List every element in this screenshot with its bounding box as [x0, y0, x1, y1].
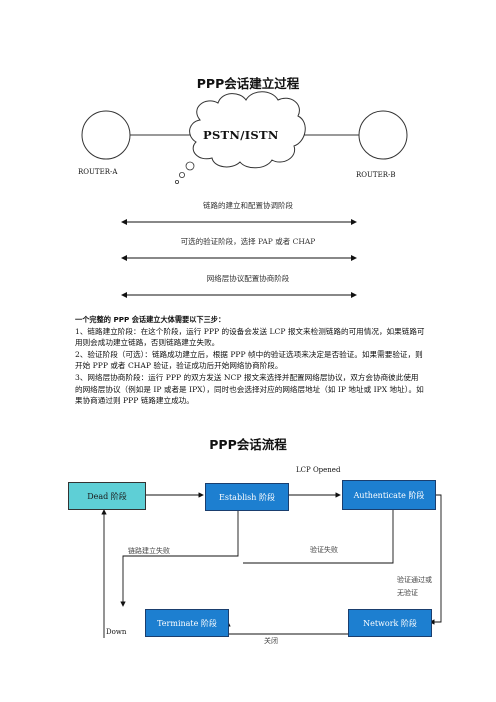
intro-heading: 一个完整的 PPP 会话建立大体需要以下三步： — [75, 315, 226, 324]
dead-phase-box: Dead 阶段 — [68, 482, 146, 510]
dead-phase-label: Dead 阶段 — [87, 491, 127, 501]
flow-arrow — [243, 510, 394, 564]
network-phase-label: Network 阶段 — [363, 618, 417, 628]
cloud-puff — [174, 179, 179, 184]
intro-text: 一个完整的 PPP 会话建立大体需要以下三步： 1、链路建立阶段：在这个阶段，运… — [75, 314, 425, 407]
stage-label-link: 链路的建立和配置协调阶段 — [203, 201, 293, 210]
auth-pass-label-1: 验证通过或 — [397, 576, 432, 584]
down-label: Down — [106, 628, 127, 636]
terminate-phase-label: Terminate 阶段 — [157, 618, 217, 628]
establish-phase-label: Establish 阶段 — [219, 492, 275, 502]
router-b-label: ROUTER-B — [356, 171, 396, 179]
terminate-phase-box: Terminate 阶段 — [145, 609, 229, 637]
intro-step-3: 3、网络层协商阶段：运行 PPP 的双方发送 NCP 报文来选择并配置网络层协议… — [75, 372, 424, 406]
cloud-puff — [178, 171, 185, 178]
establish-phase-box: Establish 阶段 — [205, 483, 289, 511]
stage-label-network: 网络层协议配置协商阶段 — [206, 274, 290, 283]
auth-pass-label-2: 无验证 — [397, 589, 418, 597]
intro-step-1: 1、链路建立阶段：在这个阶段，运行 PPP 的设备会发送 LCP 报文来检测链路… — [75, 326, 425, 348]
router-a-label: ROUTER-A — [78, 168, 118, 176]
flow-arrow — [429, 494, 442, 625]
router-b-node — [358, 110, 408, 160]
intro-step-2: 2、验证阶段（可选）：链路成功建立后，根据 PPP 帧中的验证选项来决定是否验证… — [75, 349, 423, 371]
cloud-puff — [185, 161, 195, 171]
network-phase-box: Network 阶段 — [348, 609, 432, 637]
authenticate-phase-box: Authenticate 阶段 — [342, 480, 436, 510]
network-cloud — [189, 91, 306, 169]
ppp-flow-diagram — [101, 492, 442, 638]
auth-fail-label: 验证失败 — [310, 546, 338, 554]
ppp-topology-diagram — [81, 91, 408, 298]
cloud-label: PSTN/ISTN — [203, 128, 279, 142]
stage-label-auth: 可选的验证阶段，选择 PAP 或者 CHAP — [180, 237, 316, 246]
section2-title: PPP会话流程 — [209, 437, 287, 452]
flow-arrow — [120, 509, 239, 607]
close-label: 关闭 — [264, 637, 278, 645]
authenticate-phase-label: Authenticate 阶段 — [353, 490, 425, 500]
link-fail-label: 链路建立失败 — [128, 547, 170, 555]
router-a-node — [81, 110, 131, 160]
lcp-opened-label: LCP Opened — [296, 466, 341, 474]
section1-title: PPP会话建立过程 — [196, 76, 300, 91]
